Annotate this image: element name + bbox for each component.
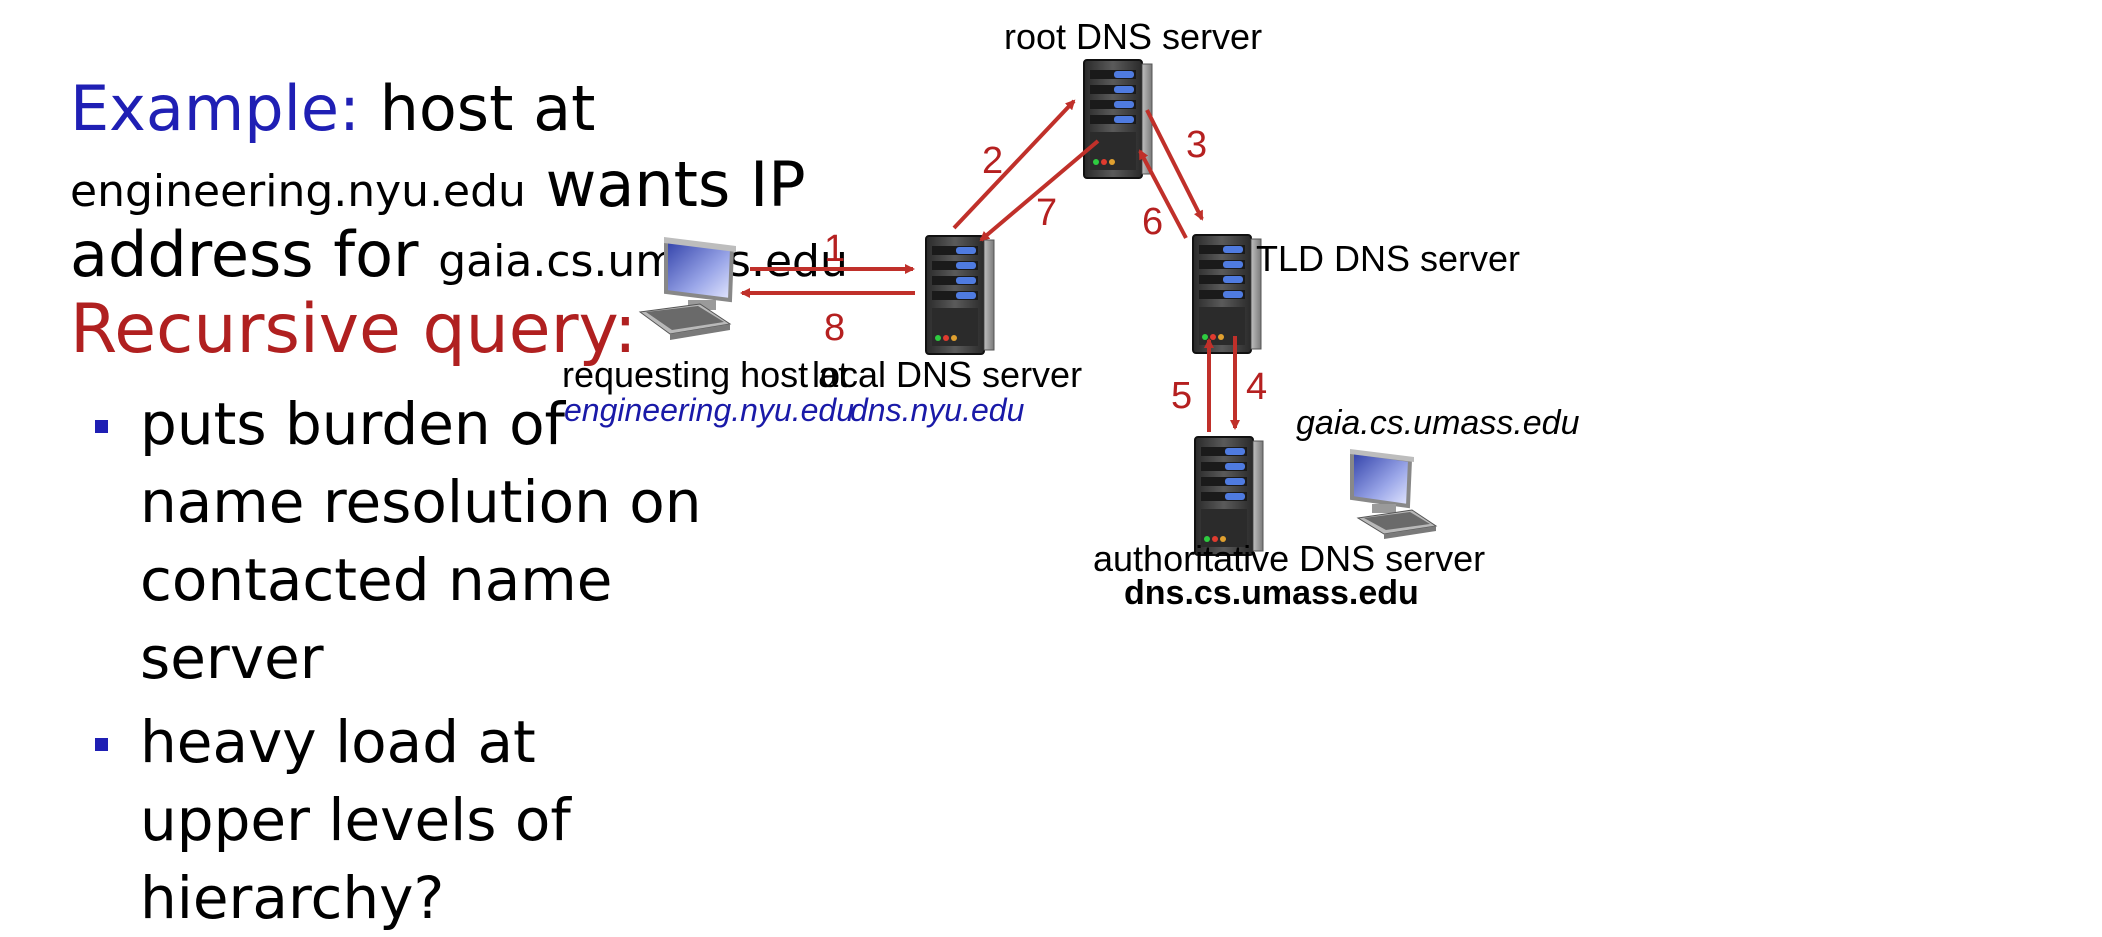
bullet-2: heavy load at upper levels of hierarchy? — [140, 703, 571, 937]
step-number-1: 1 — [824, 228, 846, 270]
local-server-label: local DNS server — [812, 354, 1083, 395]
example-line-3: address for gaia.cs.umass.edu — [70, 218, 848, 291]
step-number-8: 8 — [824, 307, 846, 349]
requesting-host-label: requesting host at — [562, 354, 849, 395]
bullet-2-line: hierarchy? — [140, 864, 445, 932]
example-line: Example: host at — [70, 72, 595, 145]
root-server-label: root DNS server — [1004, 16, 1263, 57]
address-for-text: address for — [70, 218, 439, 291]
bullet-2-line: upper levels of — [140, 786, 571, 854]
arrow-2 — [952, 99, 1076, 230]
bullet-1-line: puts burden of — [140, 390, 565, 458]
step-number-6: 6 — [1142, 201, 1164, 243]
host-domain: engineering.nyu.edu — [70, 166, 526, 217]
example-rest: host at — [359, 72, 596, 145]
local-server-icon — [925, 235, 995, 355]
root-server-icon — [1083, 59, 1153, 179]
step-number-2: 2 — [982, 140, 1004, 182]
requesting-host-domain: engineering.nyu.edu — [564, 392, 855, 428]
bullet-1-line: name resolution on — [140, 468, 702, 536]
arrow-7 — [979, 139, 1100, 242]
authoritative-server-label: authoritative DNS server — [1093, 538, 1486, 579]
bullet-marker-2 — [95, 738, 108, 751]
target-domain: gaia.cs.umass.edu — [438, 236, 848, 287]
step-number-3: 3 — [1186, 124, 1208, 166]
step-number-7: 7 — [1036, 192, 1058, 234]
bullet-1-line: contacted name — [140, 546, 613, 614]
requesting-host-computer-icon — [638, 237, 736, 340]
wants-ip-text: wants IP — [525, 148, 806, 221]
authoritative-server-domain: dns.cs.umass.edu — [1124, 574, 1419, 612]
bullet-2-line: heavy load at — [140, 708, 536, 776]
example-label: Example: — [70, 72, 360, 145]
tld-server-label: TLD DNS server — [1256, 238, 1521, 279]
arrow-3 — [1145, 109, 1204, 221]
bullet-1: puts burden of name resolution on contac… — [140, 385, 702, 697]
gaia-host-label: gaia.cs.umass.edu — [1296, 404, 1580, 442]
tld-server-icon — [1192, 234, 1262, 354]
recursive-query-title: Recursive query: — [70, 290, 637, 369]
bullet-1-line: server — [140, 624, 324, 692]
arrow-6 — [1138, 149, 1188, 239]
bullet-marker-1 — [95, 420, 108, 433]
local-server-domain: dns.nyu.edu — [850, 392, 1025, 428]
left-text-panel: Example: host at engineering.nyu.edu wan… — [0, 0, 900, 932]
example-line-2: engineering.nyu.edu wants IP — [70, 148, 806, 221]
step-number-4: 4 — [1246, 366, 1268, 408]
step-number-5: 5 — [1171, 375, 1193, 417]
gaia-computer-icon — [1350, 449, 1438, 539]
